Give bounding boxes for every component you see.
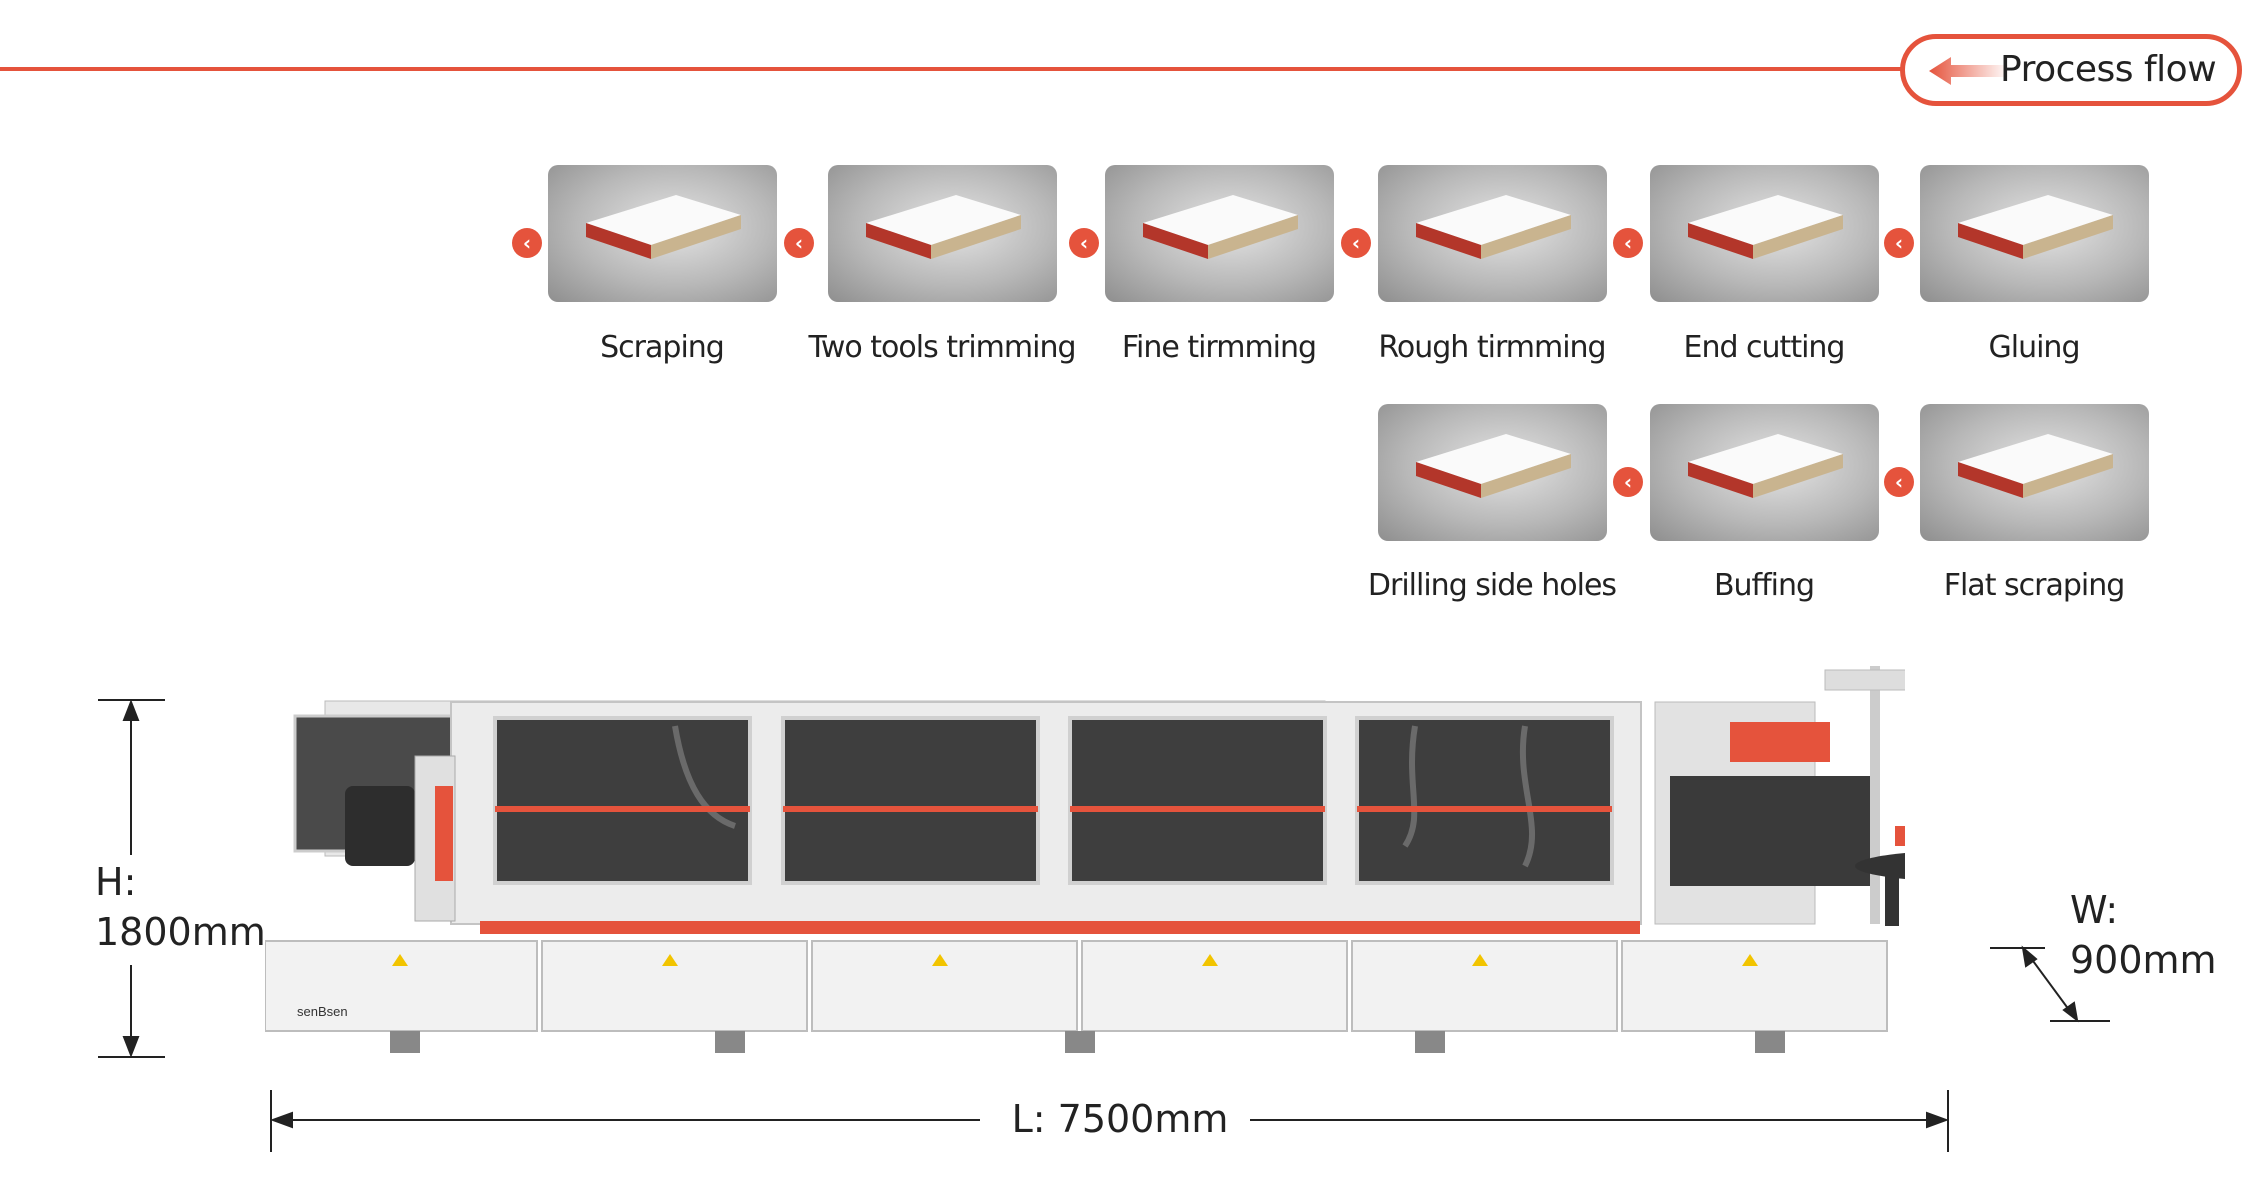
step-image <box>548 165 777 302</box>
step-label: Gluing <box>1988 330 2081 365</box>
step-image <box>1378 404 1607 541</box>
chevron-left-icon: ‹ <box>1069 228 1099 258</box>
process-flow-badge: Process flow <box>1900 34 2242 106</box>
step-image <box>1650 165 1879 302</box>
chevron-left-icon: ‹ <box>1884 467 1914 497</box>
arrow-left-icon <box>1929 57 2009 85</box>
step-label: Flat scraping <box>1943 568 2126 603</box>
step-label: Buffing <box>1713 568 1815 603</box>
width-value: 900mm <box>2070 938 2217 982</box>
step-label: End cutting <box>1683 330 1846 365</box>
step-label: Scraping <box>600 330 725 365</box>
brand-logo: senBsen <box>297 1004 348 1019</box>
step-image <box>828 165 1057 302</box>
step-image <box>1650 404 1879 541</box>
step-label: Rough tirmming <box>1378 330 1606 365</box>
width-label: W: <box>2070 888 2119 932</box>
step-image <box>1920 404 2149 541</box>
chevron-left-icon: ‹ <box>512 228 542 258</box>
length-value: L: 7500mm <box>1011 1097 1229 1141</box>
chevron-left-icon: ‹ <box>784 228 814 258</box>
chevron-left-icon: ‹ <box>1613 228 1643 258</box>
step-image <box>1378 165 1607 302</box>
chevron-left-icon: ‹ <box>1884 228 1914 258</box>
height-value: 1800mm <box>95 910 266 954</box>
process-line <box>0 67 1905 71</box>
step-label: Fine tirmming <box>1121 330 1317 365</box>
machine-body: senBsen <box>265 666 1905 1053</box>
process-flow-title: Process flow <box>2000 49 2217 90</box>
step-label: Drilling side holes <box>1367 568 1617 603</box>
step-label: Two tools trimming <box>808 330 1076 365</box>
chevron-left-icon: ‹ <box>1613 467 1643 497</box>
step-image <box>1920 165 2149 302</box>
chevron-left-icon: ‹ <box>1341 228 1371 258</box>
step-image <box>1105 165 1334 302</box>
height-label: H: <box>95 860 137 904</box>
